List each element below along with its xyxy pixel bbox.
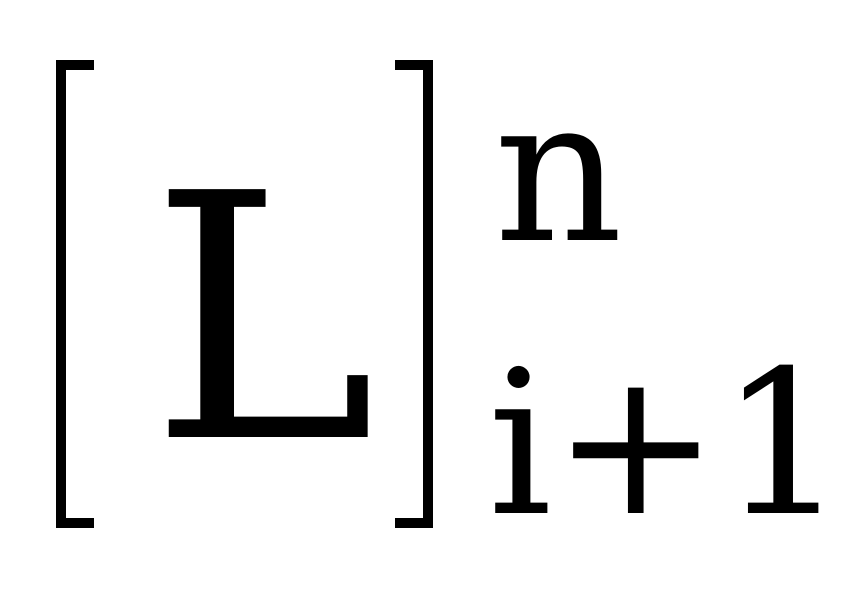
right-bracket — [395, 60, 433, 528]
left-bracket — [56, 60, 94, 528]
base-symbol: L — [150, 122, 376, 518]
subscript: i+1 — [488, 328, 843, 561]
superscript: n — [494, 55, 623, 288]
